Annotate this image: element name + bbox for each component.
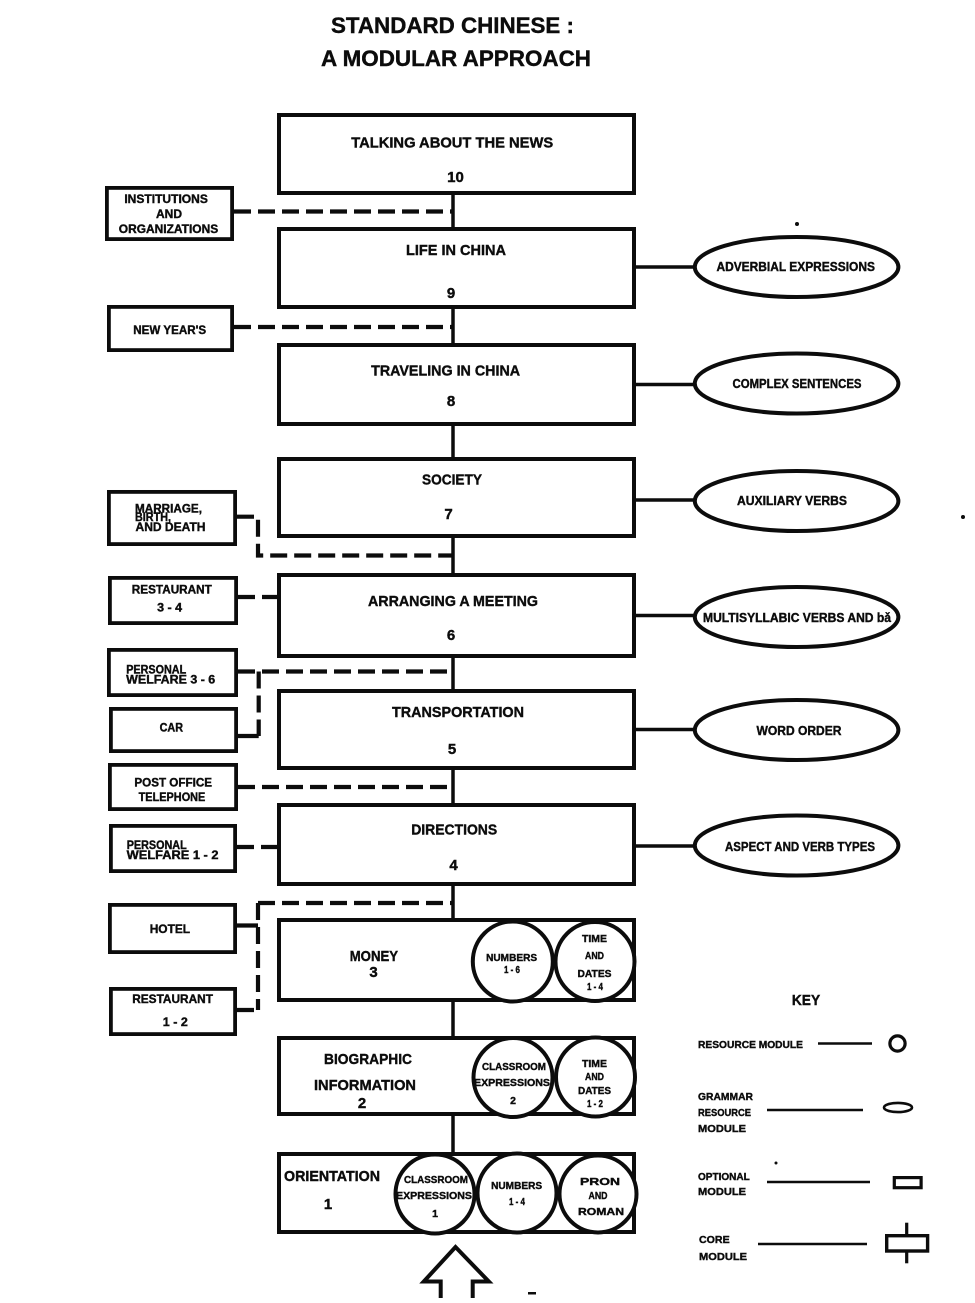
svg-text:CAR: CAR — [160, 721, 184, 735]
svg-text:CLASSROOM: CLASSROOM — [404, 1174, 468, 1186]
svg-text:ADVERBIAL EXPRESSIONS: ADVERBIAL EXPRESSIONS — [716, 260, 875, 274]
svg-text:WELFARE 1 - 2: WELFARE 1 - 2 — [127, 848, 219, 862]
svg-text:KEY: KEY — [792, 992, 820, 1009]
svg-text:EXPRESSIONS: EXPRESSIONS — [396, 1190, 472, 1202]
svg-text:1 - 2: 1 - 2 — [587, 1098, 603, 1110]
svg-text:INFORMATION: INFORMATION — [314, 1077, 416, 1094]
svg-text:GRAMMAR: GRAMMAR — [698, 1091, 753, 1103]
svg-text:BIOGRAPHIC: BIOGRAPHIC — [324, 1051, 412, 1068]
svg-text:MULTISYLLABIC VERBS AND bǎ: MULTISYLLABIC VERBS AND bǎ — [703, 611, 892, 625]
svg-text:MARRIAGE,: MARRIAGE, — [135, 501, 202, 515]
svg-text:2: 2 — [510, 1095, 516, 1107]
svg-text:MONEY: MONEY — [350, 948, 398, 965]
svg-text:DIRECTIONS: DIRECTIONS — [411, 822, 497, 839]
svg-text:AND: AND — [585, 1071, 604, 1083]
svg-text:RESTAURANT: RESTAURANT — [132, 992, 213, 1006]
svg-text:RESOURCE: RESOURCE — [698, 1107, 751, 1119]
svg-text:AND: AND — [589, 1190, 608, 1202]
svg-text:ASPECT AND VERB TYPES: ASPECT AND VERB TYPES — [725, 840, 875, 854]
svg-text:ARRANGING A MEETING: ARRANGING A MEETING — [368, 593, 538, 610]
svg-text:EXPRESSIONS: EXPRESSIONS — [474, 1077, 550, 1089]
svg-text:CLASSROOM: CLASSROOM — [482, 1061, 546, 1073]
svg-text:TALKING ABOUT THE NEWS: TALKING ABOUT THE NEWS — [351, 135, 553, 152]
svg-text:AND: AND — [585, 950, 604, 962]
svg-text:6: 6 — [447, 627, 455, 644]
svg-text:7: 7 — [444, 506, 452, 523]
svg-text:AND: AND — [156, 207, 182, 221]
svg-text:AUXILIARY VERBS: AUXILIARY VERBS — [737, 494, 847, 508]
svg-text:3 - 4: 3 - 4 — [157, 600, 182, 614]
svg-text:CORE: CORE — [699, 1234, 730, 1246]
svg-text:A MODULAR APPROACH: A MODULAR APPROACH — [321, 46, 591, 71]
svg-text:PRON: PRON — [580, 1176, 620, 1188]
svg-text:DATES: DATES — [578, 1085, 611, 1097]
svg-text:1 - 4: 1 - 4 — [509, 1196, 525, 1208]
svg-text:PERSONAL: PERSONAL — [127, 838, 187, 852]
svg-text:HOTEL: HOTEL — [150, 922, 190, 936]
svg-text:1 - 2: 1 - 2 — [163, 1015, 188, 1029]
svg-text:LIFE IN CHINA: LIFE IN CHINA — [406, 242, 506, 259]
svg-text:WORD ORDER: WORD ORDER — [757, 724, 842, 738]
svg-text:RESOURCE MODULE: RESOURCE MODULE — [698, 1039, 803, 1051]
svg-text:WELFARE 3 - 6: WELFARE 3 - 6 — [126, 673, 215, 687]
svg-text:TIME: TIME — [582, 1058, 607, 1070]
svg-text:TRANSPORTATION: TRANSPORTATION — [392, 704, 524, 721]
svg-text:3: 3 — [369, 964, 377, 981]
svg-text:BIRTH,: BIRTH, — [135, 510, 171, 524]
svg-text:9: 9 — [447, 285, 455, 302]
svg-text:10: 10 — [447, 169, 464, 186]
svg-text:POST OFFICE: POST OFFICE — [134, 776, 212, 790]
svg-text:1 - 6: 1 - 6 — [504, 964, 520, 976]
svg-text:5: 5 — [448, 741, 456, 758]
svg-text:MODULE: MODULE — [699, 1251, 747, 1263]
svg-text:DATES: DATES — [578, 968, 612, 980]
svg-text:SOCIETY: SOCIETY — [422, 472, 482, 489]
svg-text:STANDARD CHINESE :: STANDARD CHINESE : — [331, 13, 574, 38]
svg-text:TELEPHONE: TELEPHONE — [139, 790, 206, 804]
svg-text:PERSONAL: PERSONAL — [126, 663, 186, 677]
svg-text:MODULE: MODULE — [698, 1123, 746, 1135]
svg-text:ROMAN: ROMAN — [578, 1206, 624, 1218]
svg-text:1: 1 — [324, 1196, 332, 1213]
svg-text:1: 1 — [432, 1208, 438, 1220]
svg-text:NUMBERS: NUMBERS — [491, 1180, 542, 1192]
svg-text:OPTIONAL: OPTIONAL — [698, 1171, 750, 1183]
svg-text:4: 4 — [449, 857, 458, 874]
svg-text:ORIENTATION: ORIENTATION — [284, 1168, 380, 1185]
svg-text:TRAVELING IN CHINA: TRAVELING IN CHINA — [371, 363, 520, 380]
svg-text:COMPLEX SENTENCES: COMPLEX SENTENCES — [733, 377, 862, 391]
svg-text:INSTITUTIONS: INSTITUTIONS — [124, 192, 208, 206]
svg-text:MODULE: MODULE — [698, 1186, 746, 1198]
svg-text:TIME: TIME — [582, 933, 607, 945]
svg-text:NUMBERS: NUMBERS — [486, 952, 537, 964]
svg-text:NEW YEAR'S: NEW YEAR'S — [133, 323, 206, 337]
svg-text:2: 2 — [358, 1095, 366, 1112]
svg-text:RESTAURANT: RESTAURANT — [132, 583, 213, 597]
svg-text:AND DEATH: AND DEATH — [136, 520, 206, 534]
svg-text:8: 8 — [447, 393, 455, 410]
svg-text:ORGANIZATIONS: ORGANIZATIONS — [119, 222, 218, 236]
svg-text:1 - 4: 1 - 4 — [587, 981, 603, 993]
